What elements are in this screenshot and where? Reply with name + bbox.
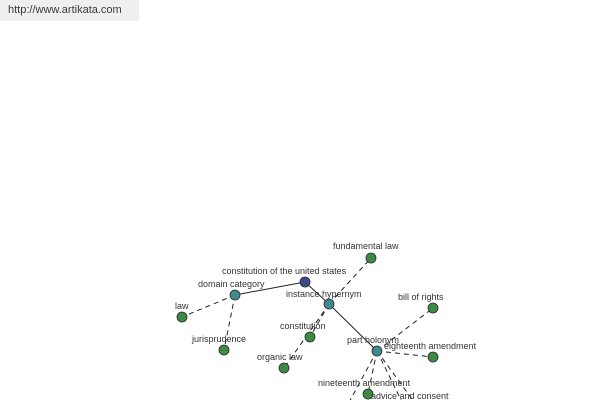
- node-label-fundamental-law[interactable]: fundamental law: [333, 241, 399, 251]
- node-label-advice-and-consent[interactable]: advice and consent: [371, 391, 449, 400]
- edge-part-offscreen-b: [376, 350, 414, 400]
- edge-part-offscreen-a: [349, 350, 378, 400]
- node-bill-of-rights[interactable]: [427, 302, 439, 314]
- node-part[interactable]: [371, 345, 383, 357]
- node-jurisprudence[interactable]: [218, 344, 230, 356]
- node-label-instance[interactable]: instance hypernym: [286, 289, 362, 299]
- url-banner[interactable]: http://www.artikata.com: [0, 0, 139, 21]
- edge-root-domain: [234, 281, 306, 296]
- node-organic-law[interactable]: [278, 362, 290, 374]
- edge-part-bill-of-rights: [376, 307, 434, 352]
- graph-nodes: [176, 252, 439, 400]
- node-label-constitution[interactable]: constitution: [280, 321, 326, 331]
- graph-labels: constitution of the united states domain …: [175, 241, 477, 400]
- node-label-root[interactable]: constitution of the united states: [222, 266, 347, 276]
- edge-domain-law: [181, 294, 236, 318]
- node-label-domain[interactable]: domain category: [198, 279, 265, 289]
- node-label-organic-law[interactable]: organic law: [257, 352, 303, 362]
- node-root[interactable]: [299, 276, 311, 288]
- node-instance[interactable]: [323, 298, 335, 310]
- node-label-part[interactable]: part holonym: [347, 335, 399, 345]
- edge-part-nineteenth-amendment: [367, 350, 378, 395]
- edge-domain-jurisprudence: [223, 294, 236, 351]
- node-domain[interactable]: [229, 289, 241, 301]
- node-label-nineteenth-amendment[interactable]: nineteenth amendment: [318, 378, 411, 388]
- node-label-eighteenth-amendment[interactable]: eighteenth amendment: [384, 341, 477, 351]
- edge-root-instance: [304, 281, 330, 305]
- edge-instance-constitution: [309, 303, 330, 338]
- edge-part-advice-and-consent: [376, 350, 402, 400]
- node-label-jurisprudence[interactable]: jurisprudence: [191, 334, 246, 344]
- edge-instance-part: [328, 303, 378, 352]
- node-nineteenth-amendment[interactable]: [362, 388, 374, 400]
- edge-part-eighteenth-amendment: [376, 350, 434, 358]
- node-fundamental-law[interactable]: [365, 252, 377, 264]
- node-law[interactable]: [176, 311, 188, 323]
- node-eighteenth-amendment[interactable]: [427, 351, 439, 363]
- node-label-bill-of-rights[interactable]: bill of rights: [398, 292, 444, 302]
- node-constitution[interactable]: [304, 331, 316, 343]
- node-label-law[interactable]: law: [175, 301, 189, 311]
- edge-instance-fundamental-law: [328, 257, 372, 305]
